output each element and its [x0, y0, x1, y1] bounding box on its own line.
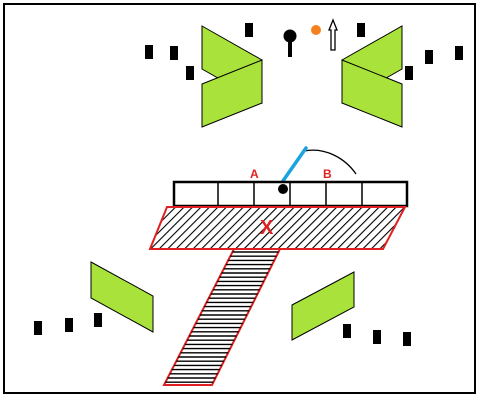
- black-marker: [170, 46, 178, 60]
- box-row: [172, 180, 409, 208]
- black-marker: [145, 45, 153, 59]
- black-marker: [34, 321, 42, 335]
- black-marker: [186, 66, 194, 80]
- walkway-rungs: [165, 251, 279, 383]
- green-panel-top-right-lower: [341, 59, 403, 128]
- green-panel-bottom-left: [90, 261, 154, 333]
- label-b: B: [323, 167, 332, 181]
- black-marker: [373, 330, 381, 344]
- orange-dot-icon: [311, 25, 321, 35]
- hatched-platform: [148, 206, 407, 250]
- black-marker: [405, 66, 413, 80]
- black-marker: [245, 23, 253, 37]
- swing-arc: [303, 149, 357, 175]
- black-marker: [455, 46, 463, 60]
- black-marker: [343, 324, 351, 338]
- black-marker: [425, 50, 433, 64]
- label-a: A: [250, 167, 259, 181]
- black-dot: [278, 184, 288, 194]
- black-marker: [65, 318, 73, 332]
- black-marker: [357, 23, 365, 37]
- black-marker: [94, 313, 102, 327]
- person-key-icon: [283, 29, 297, 57]
- green-panel-bottom-right: [291, 271, 355, 341]
- label-x: X: [260, 217, 274, 239]
- black-marker: [403, 332, 411, 346]
- black-markers: [34, 23, 463, 346]
- up-arrow-icon: [328, 18, 338, 51]
- green-panel-top-left-lower: [201, 59, 263, 128]
